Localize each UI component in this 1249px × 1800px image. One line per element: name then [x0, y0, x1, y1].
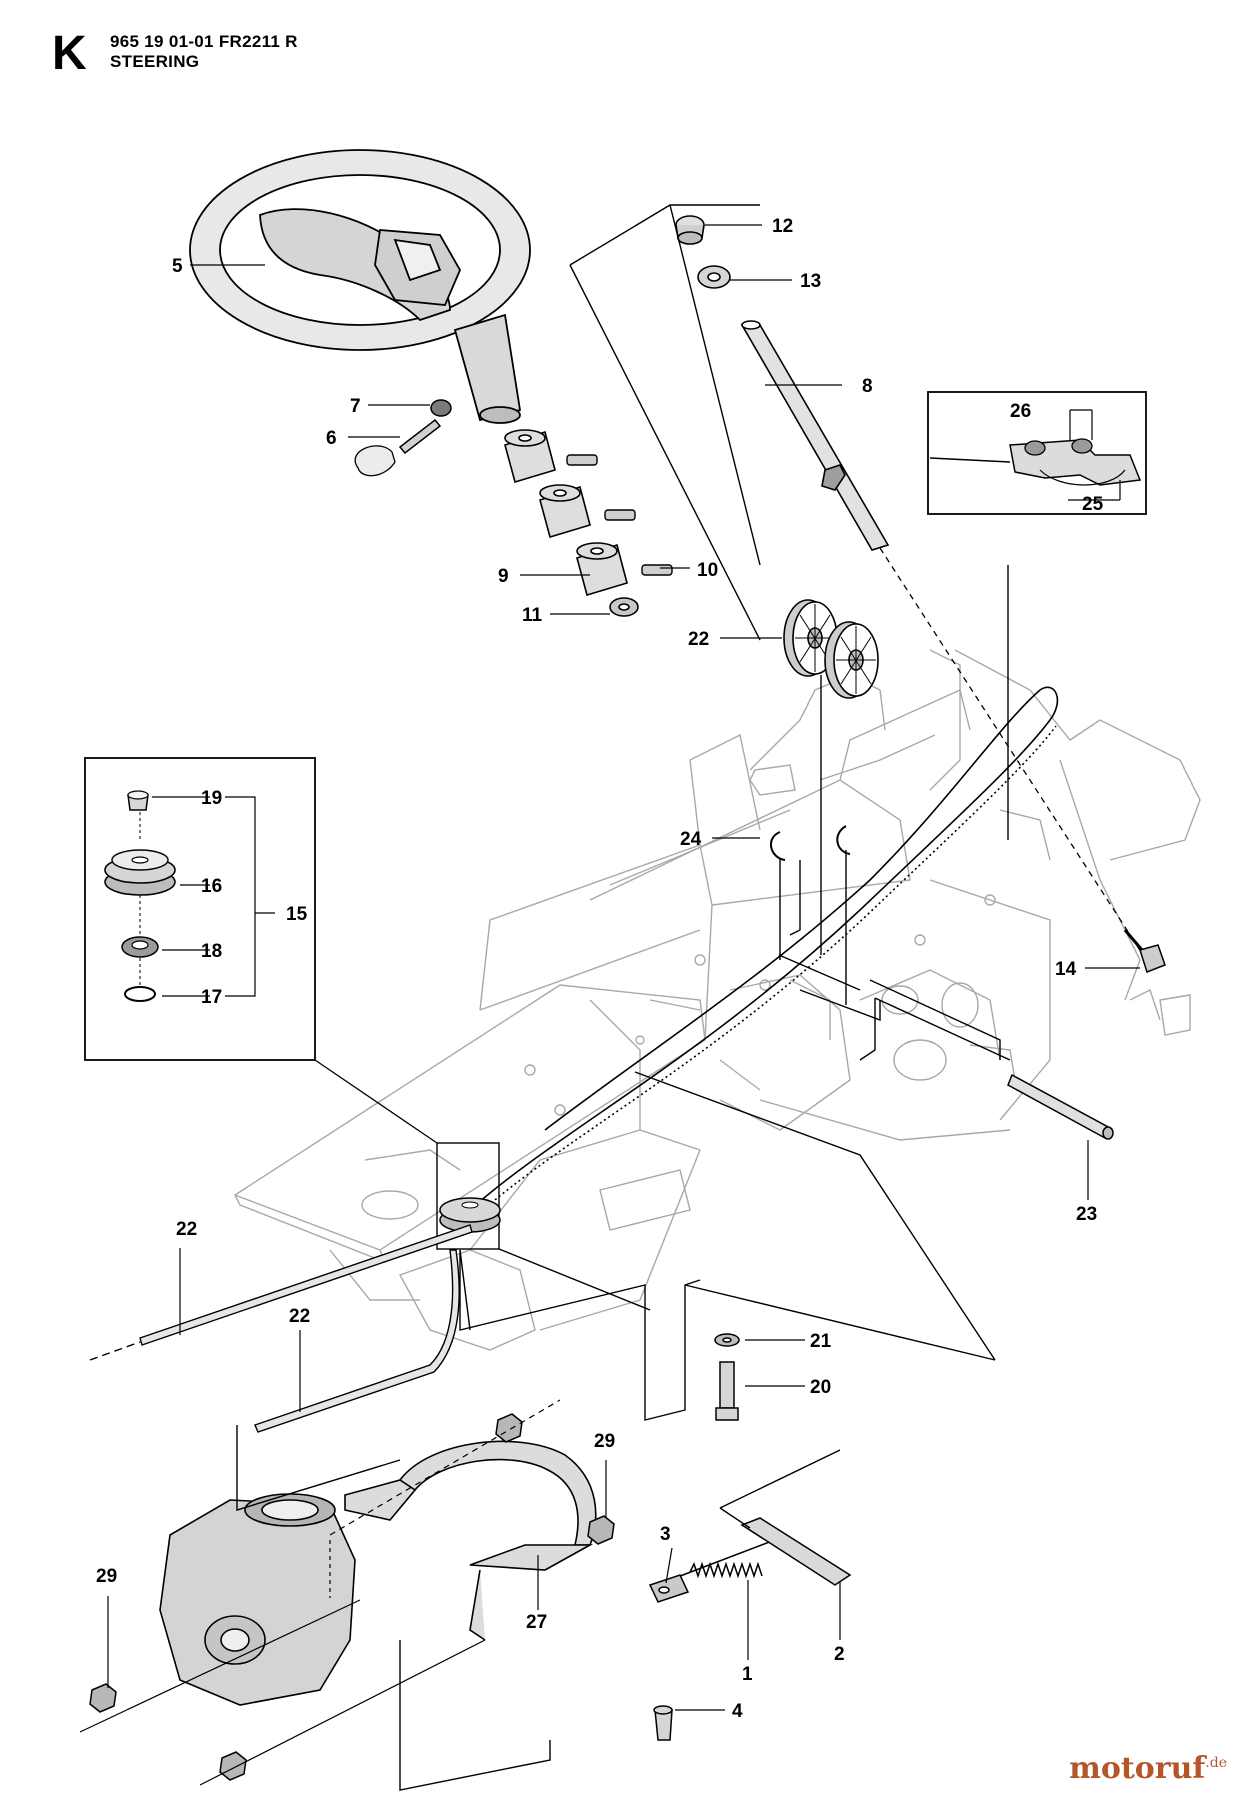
callout-13: 13: [800, 271, 821, 292]
bolt-part-14: [1123, 929, 1166, 973]
spring-part-1: [674, 1537, 781, 1579]
nuts-part-29: [89, 1413, 615, 1781]
section-letter: K: [52, 27, 87, 80]
plate-part-2: [740, 1517, 852, 1586]
callout-10: 10: [697, 560, 718, 581]
assembly-outline-lines: [236, 204, 1011, 1791]
e-clips-part-25: [770, 825, 851, 861]
nut-part-7: [430, 399, 452, 417]
inset-chain-detail: [927, 391, 1147, 515]
axle-pin-part-24: [1007, 1073, 1114, 1140]
callout-9: 9: [498, 566, 509, 587]
callout-24: 23: [1076, 1204, 1097, 1225]
steering-shaft: [740, 320, 1146, 959]
steering-chain: [469, 686, 1059, 1217]
callout-6: 6: [326, 428, 337, 449]
callout-26: 25: [1082, 494, 1104, 515]
callout-29-upper: 29: [594, 1431, 615, 1452]
brand-suffix: .de: [1205, 1755, 1227, 1771]
steering-gearbox: [159, 1493, 356, 1706]
callout-27: 26: [1010, 401, 1031, 422]
center-pulley-on-frame: [314, 1059, 501, 1250]
callout-28: 27: [526, 1612, 547, 1633]
callout-3: 3: [660, 1524, 671, 1545]
bushing-part-12: [675, 215, 705, 245]
callout-5: 5: [172, 256, 183, 277]
pulleys-part-23: [783, 599, 879, 699]
callout-14: 14: [1055, 959, 1077, 980]
callout-2: 2: [834, 1644, 845, 1665]
part-number: 965 19 01-01 FR2211 R: [110, 32, 298, 51]
section-title: STEERING: [110, 52, 200, 71]
callout-4: 4: [732, 1701, 743, 1722]
callout-8: 8: [862, 376, 873, 397]
set-screws: [566, 454, 673, 576]
drive-rods-part-22: [89, 1224, 473, 1433]
brand-watermark: motoruf.de: [1069, 1751, 1227, 1786]
callout-29-lower: 29: [96, 1566, 117, 1587]
tie-lines: [79, 1399, 561, 1786]
washer-part-21: [714, 1333, 740, 1347]
callout-17: 17: [201, 987, 222, 1008]
inset-pulley-detail: [84, 757, 316, 1061]
callout-23: 22: [688, 629, 709, 650]
chassis-frame: [233, 649, 1201, 1351]
shaft-couplings: [504, 429, 639, 617]
steering-arm: [344, 1440, 597, 1641]
bolt-part-6: [398, 418, 442, 455]
callout-leader-lines: [107, 224, 1140, 1711]
bolt-part-20: [715, 1361, 739, 1421]
callout-25: 24: [680, 829, 702, 850]
steering-wheel: [189, 149, 531, 424]
callout-12: 12: [772, 216, 793, 237]
cap-part: [354, 445, 396, 477]
bushing-part-13: [697, 265, 731, 289]
callout-19: 19: [201, 788, 222, 809]
callout-20: 20: [810, 1377, 831, 1398]
callout-1: 1: [742, 1664, 753, 1685]
callout-11: 11: [522, 605, 543, 626]
callout-labels: 5 7 6 8 9 10 11 12 13 14 25 26 22 24 23 …: [96, 216, 1104, 1722]
callout-16: 16: [201, 876, 222, 897]
screw-part-4: [653, 1705, 673, 1741]
callout-22-lower: 22: [289, 1306, 310, 1327]
callout-15: 15: [286, 904, 308, 925]
clip-part-3: [648, 1574, 690, 1603]
callout-7: 7: [350, 396, 361, 417]
callout-22-upper: 22: [176, 1219, 197, 1240]
callout-18: 18: [201, 941, 222, 962]
brand-name: motoruf: [1069, 1751, 1206, 1786]
callout-21: 21: [810, 1331, 832, 1352]
